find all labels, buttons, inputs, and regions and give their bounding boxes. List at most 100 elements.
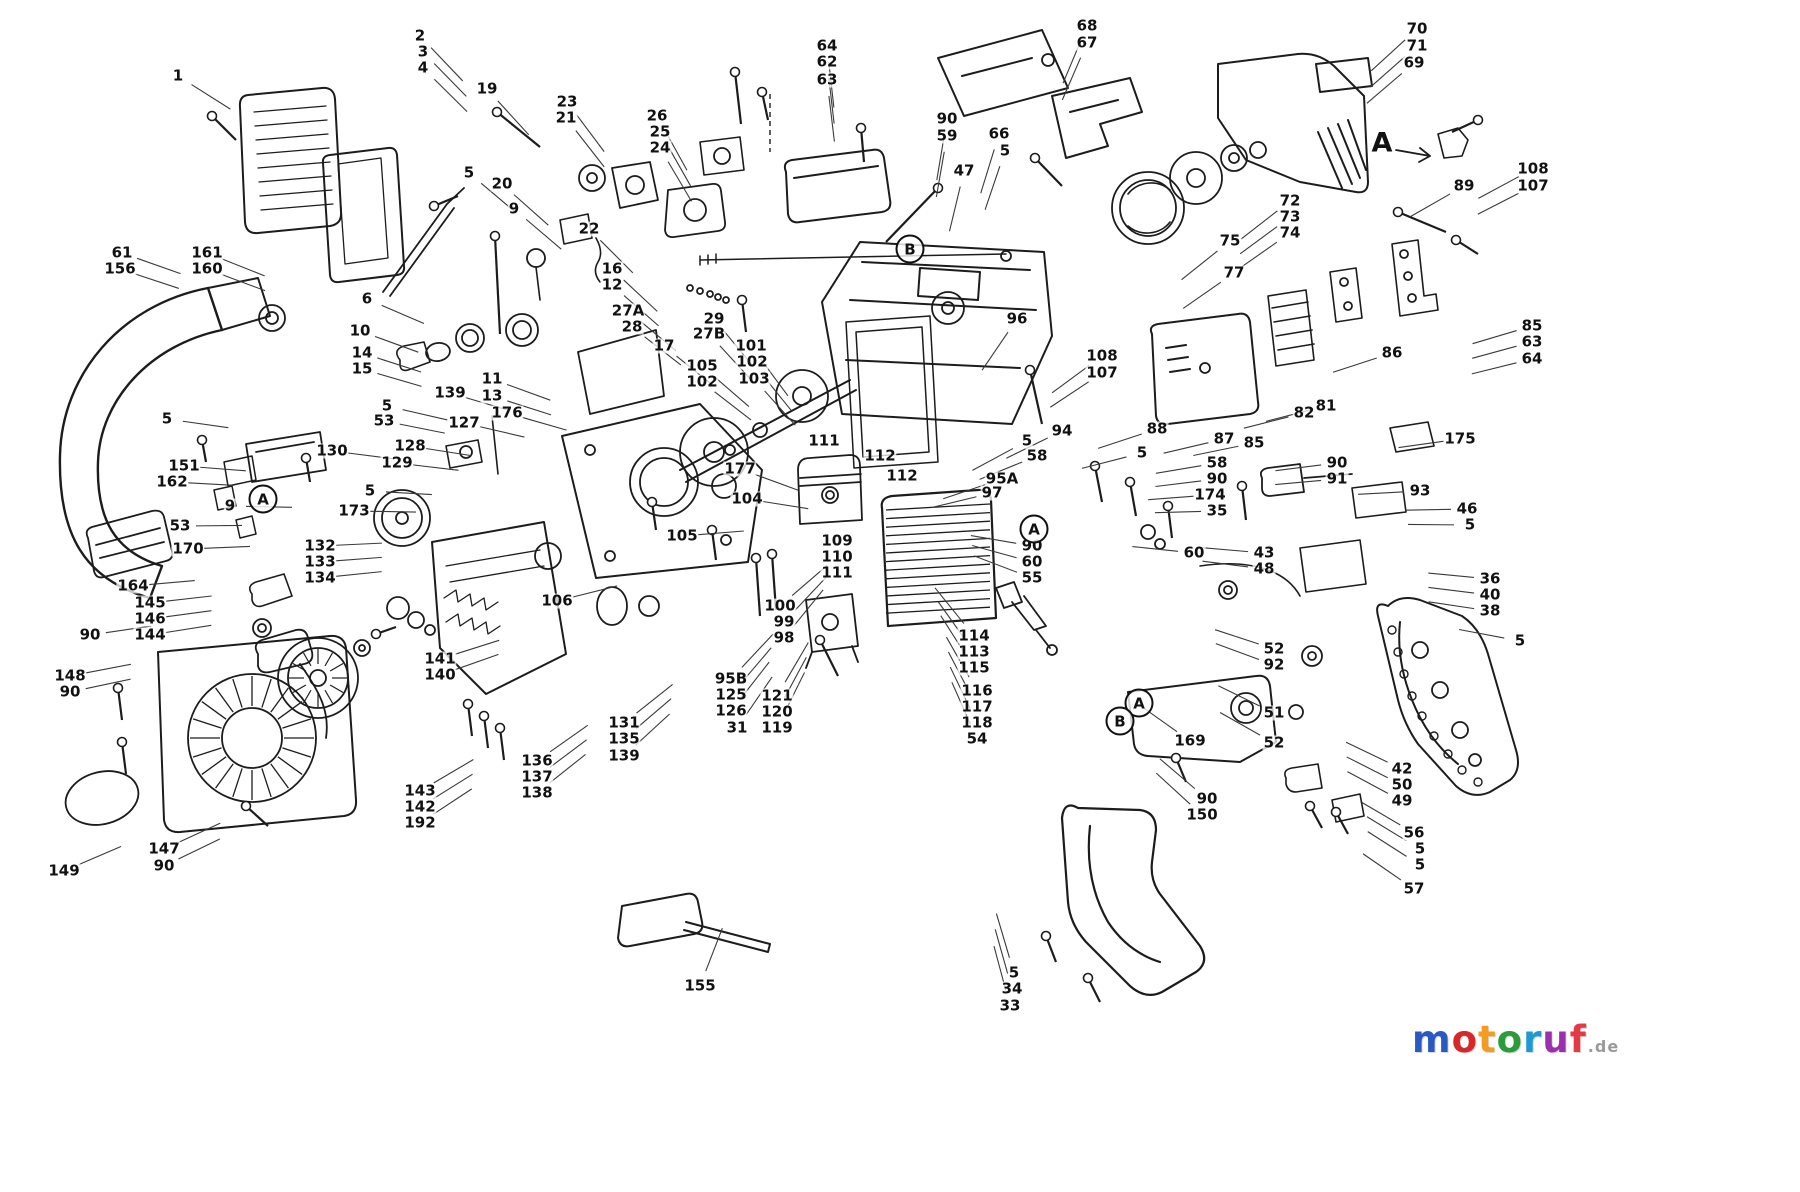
- part-number-label: 63: [815, 70, 839, 89]
- part-number-label: 141: [423, 649, 457, 668]
- part-number-label: 102: [685, 372, 719, 391]
- part-number-label: 176: [490, 403, 524, 422]
- part-number-label: 149: [47, 861, 81, 880]
- part-number-label: 23: [555, 92, 579, 111]
- part-number-label: 101: [734, 336, 768, 355]
- part-number-label: 132: [303, 536, 337, 555]
- part-number-label: 12: [600, 275, 624, 294]
- part-number-label: 90: [935, 109, 959, 128]
- part-number-label: 112: [885, 466, 919, 485]
- part-number-label: 111: [820, 563, 854, 582]
- part-number-label: 59: [935, 126, 959, 145]
- part-number-label: 26: [645, 106, 669, 125]
- part-number-label: 143: [403, 781, 437, 800]
- part-number-label: 5: [1413, 855, 1427, 874]
- part-number-label: 36: [1478, 569, 1502, 588]
- part-number-label: 9: [223, 496, 237, 515]
- part-number-label: 177: [723, 459, 757, 478]
- part-number-label: 147: [147, 839, 181, 858]
- part-number-label: 69: [1402, 53, 1426, 72]
- part-number-label: 107: [1516, 176, 1550, 195]
- part-number-label: 109: [820, 531, 854, 550]
- part-number-label: 28: [620, 317, 644, 336]
- callout-letter-b: B: [1105, 706, 1135, 736]
- part-number-label: 113: [957, 642, 991, 661]
- part-number-label: 139: [433, 383, 467, 402]
- part-number-label: 5: [1135, 443, 1149, 462]
- part-number-label: 90: [1205, 469, 1229, 488]
- part-number-label: 55: [1020, 568, 1044, 587]
- part-number-label: 24: [648, 138, 672, 157]
- part-number-label: 170: [171, 539, 205, 558]
- part-number-label: 64: [1520, 349, 1544, 368]
- part-number-label: 31: [725, 718, 749, 737]
- part-number-label: 2: [413, 26, 427, 45]
- part-number-label: 5: [363, 481, 377, 500]
- part-number-label: 5: [998, 141, 1012, 160]
- part-number-label: 27A: [610, 301, 646, 320]
- part-number-label: 126: [714, 701, 748, 720]
- part-number-label: 104: [730, 489, 764, 508]
- watermark-letter: u: [1542, 1018, 1570, 1061]
- part-number-label: 135: [607, 729, 641, 748]
- part-number-label: 192: [403, 813, 437, 832]
- part-number-label: 108: [1516, 159, 1550, 178]
- part-number-label: 100: [763, 596, 797, 615]
- part-number-label: 81: [1314, 396, 1338, 415]
- part-number-label: 88: [1145, 419, 1169, 438]
- part-number-label: 114: [957, 626, 991, 645]
- part-number-label: 53: [168, 516, 192, 535]
- part-number-label: 91: [1325, 469, 1349, 488]
- part-number-label: 160: [190, 259, 224, 278]
- part-number-label: 6: [360, 289, 374, 308]
- part-number-label: 86: [1380, 343, 1404, 362]
- part-number-label: 5: [1413, 839, 1427, 858]
- part-number-label: 19: [475, 79, 499, 98]
- part-number-label: 131: [607, 713, 641, 732]
- part-number-label: 162: [155, 472, 189, 491]
- part-number-label: 14: [350, 343, 374, 362]
- part-number-label: 90: [1195, 789, 1219, 808]
- part-number-label: 134: [303, 568, 337, 587]
- part-number-label: 27B: [691, 324, 727, 343]
- part-number-label: 5: [1020, 431, 1034, 450]
- part-number-label: 13: [480, 386, 504, 405]
- part-number-label: 174: [1193, 485, 1227, 504]
- watermark-letter: o: [1451, 1018, 1478, 1061]
- part-number-label: 38: [1478, 601, 1502, 620]
- part-number-label: 95B: [713, 669, 749, 688]
- watermark-letter: f: [1569, 1018, 1587, 1061]
- part-number-label: 125: [714, 685, 748, 704]
- part-number-label: 54: [965, 729, 989, 748]
- part-number-label: 57: [1402, 879, 1426, 898]
- part-number-label: 5: [1513, 631, 1527, 650]
- part-number-label: 139: [607, 746, 641, 765]
- part-number-label: 49: [1390, 791, 1414, 810]
- part-number-label: 85: [1520, 316, 1544, 335]
- part-number-label: 94: [1050, 421, 1074, 440]
- part-number-label: 164: [116, 576, 150, 595]
- part-number-label: 68: [1075, 16, 1099, 35]
- part-number-label: 128: [393, 436, 427, 455]
- part-number-label: 146: [133, 609, 167, 628]
- part-number-label: 92: [1262, 655, 1286, 674]
- part-number-label: 33: [998, 996, 1022, 1015]
- part-number-label: 133: [303, 552, 337, 571]
- part-number-label: 90: [58, 682, 82, 701]
- part-number-label: 90: [152, 856, 176, 875]
- part-number-label: 35: [1205, 501, 1229, 520]
- part-number-label: 71: [1405, 36, 1429, 55]
- part-number-label: 62: [815, 52, 839, 71]
- part-number-label: 107: [1085, 363, 1119, 382]
- part-number-label: 52: [1262, 639, 1286, 658]
- part-number-label: 52: [1262, 733, 1286, 752]
- part-number-label: 53: [372, 411, 396, 430]
- part-number-label: 103: [737, 369, 771, 388]
- part-number-label: 129: [380, 453, 414, 472]
- part-number-label: 5: [1463, 515, 1477, 534]
- part-number-label: 43: [1252, 543, 1276, 562]
- part-number-label: 102: [735, 352, 769, 371]
- watermark-letter: r: [1523, 1018, 1543, 1061]
- part-number-label: 137: [520, 767, 554, 786]
